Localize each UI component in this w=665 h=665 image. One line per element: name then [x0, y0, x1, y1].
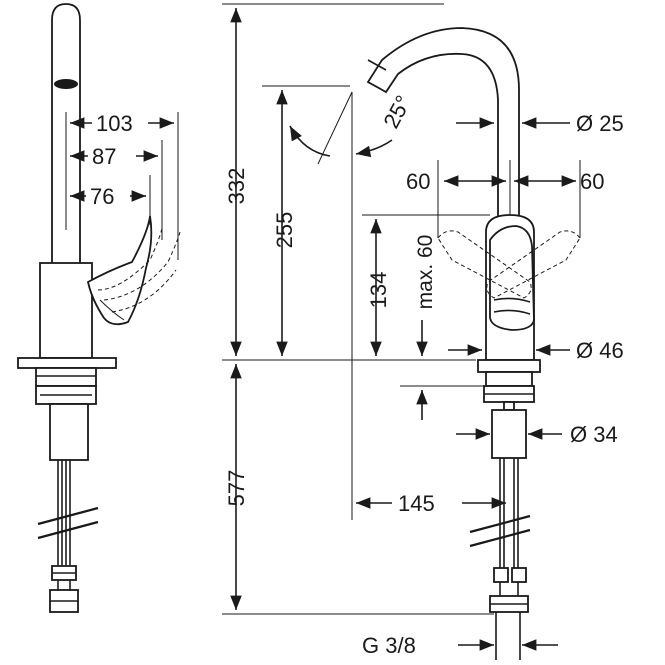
dim-max60-label: max. 60 — [414, 235, 437, 310]
front-dimension-lines — [222, 3, 581, 651]
side-view — [17, 3, 181, 613]
front-view — [366, 27, 581, 660]
dia-25-label: Ø 25 — [576, 111, 624, 136]
dia-34-label: Ø 34 — [570, 422, 618, 447]
dim-103-label: 103 — [96, 111, 133, 136]
dim-76-label: 76 — [90, 184, 114, 209]
dia-46-label: Ø 46 — [576, 338, 624, 363]
dim-145-label: 145 — [398, 491, 435, 516]
thread-g38-label: G 3/8 — [362, 633, 416, 658]
dim-60-left-label: 60 — [406, 169, 430, 194]
dim-332-label: 332 — [224, 168, 249, 205]
dim-577-label: 577 — [224, 470, 249, 507]
dim-60-right-label: 60 — [580, 169, 604, 194]
dim-87-label: 87 — [92, 144, 116, 169]
dim-255-label: 255 — [272, 212, 297, 249]
dim-134-label: 134 — [366, 272, 391, 309]
side-dimension-lines — [65, 112, 179, 260]
angle-25-label: 25° — [378, 91, 416, 132]
